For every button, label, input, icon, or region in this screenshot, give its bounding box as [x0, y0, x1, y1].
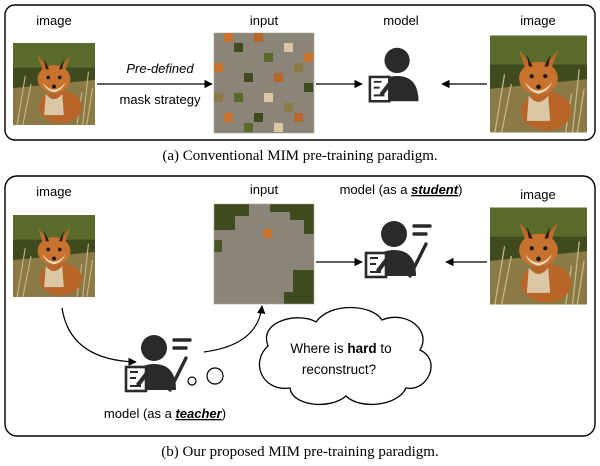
visible-patch — [294, 63, 303, 72]
panel-b-frame — [4, 175, 596, 437]
panel-b-label-teacher: model (as a teacher) — [104, 406, 226, 421]
panel-b-label-image-left: image — [36, 184, 71, 199]
panel-b-arrow-teacher-input — [203, 305, 266, 353]
visible-patch — [244, 123, 253, 132]
visible-patch — [294, 113, 303, 122]
visible-patch — [264, 53, 273, 62]
panel-b: image input model (as a student) image m… — [4, 175, 596, 437]
panel-a-label-image-left: image — [36, 13, 71, 28]
visible-patch — [254, 113, 263, 122]
panel-b-teacher-icon — [124, 333, 192, 393]
panel-b-label-student: model (as a student) — [340, 182, 463, 197]
visible-patch — [224, 113, 233, 122]
panel-a-caption: (a) Conventional MIM pre-training paradi… — [162, 148, 437, 164]
visible-patch — [274, 123, 283, 132]
visible-patch — [304, 53, 313, 62]
panel-b-masked-input — [213, 203, 315, 305]
visible-patch — [254, 33, 263, 42]
visible-patch — [284, 103, 293, 112]
panel-a-arrow-label-2: mask strategy — [120, 92, 201, 107]
visible-patch — [264, 93, 273, 102]
panel-b-caption: (b) Our proposed MIM pre-training paradi… — [161, 444, 438, 460]
thought-bubble: Where is hard to reconstruct? — [187, 306, 432, 406]
visible-patch — [234, 93, 243, 102]
visible-patch — [304, 83, 313, 92]
visible-patch — [224, 33, 233, 42]
visible-patch — [244, 73, 253, 82]
panel-a-model-icon — [368, 46, 420, 103]
panel-a-label-input: input — [250, 13, 279, 28]
panel-a-fox-image-right — [490, 34, 587, 134]
visible-patch — [284, 43, 293, 52]
panel-a-frame — [4, 4, 596, 141]
panel-b-student-icon — [364, 219, 432, 279]
bubble-text-line1: Where is hard to — [290, 341, 391, 356]
panel-a: image input model image Pre-defined mask… — [4, 4, 596, 141]
panel-a-label-model: model — [383, 13, 419, 28]
panel-a-label-image-right: image — [520, 13, 555, 28]
panel-b-fox-image-left — [13, 214, 95, 298]
visible-patch — [214, 63, 223, 72]
panel-b-fox-image-right — [490, 206, 587, 306]
panel-a-fox-image-left — [13, 42, 95, 126]
panel-a-masked-input — [213, 32, 315, 134]
panel-b-label-input: input — [250, 182, 279, 197]
panel-b-arrow-image-teacher — [61, 307, 137, 366]
visible-patch — [234, 43, 243, 52]
panel-b-label-image-right: image — [520, 187, 555, 202]
visible-patch — [274, 73, 283, 82]
bubble-text-line2: reconstruct? — [302, 362, 376, 377]
panel-a-arrow-label-1: Pre-defined — [126, 61, 194, 76]
visible-patch — [214, 93, 223, 102]
